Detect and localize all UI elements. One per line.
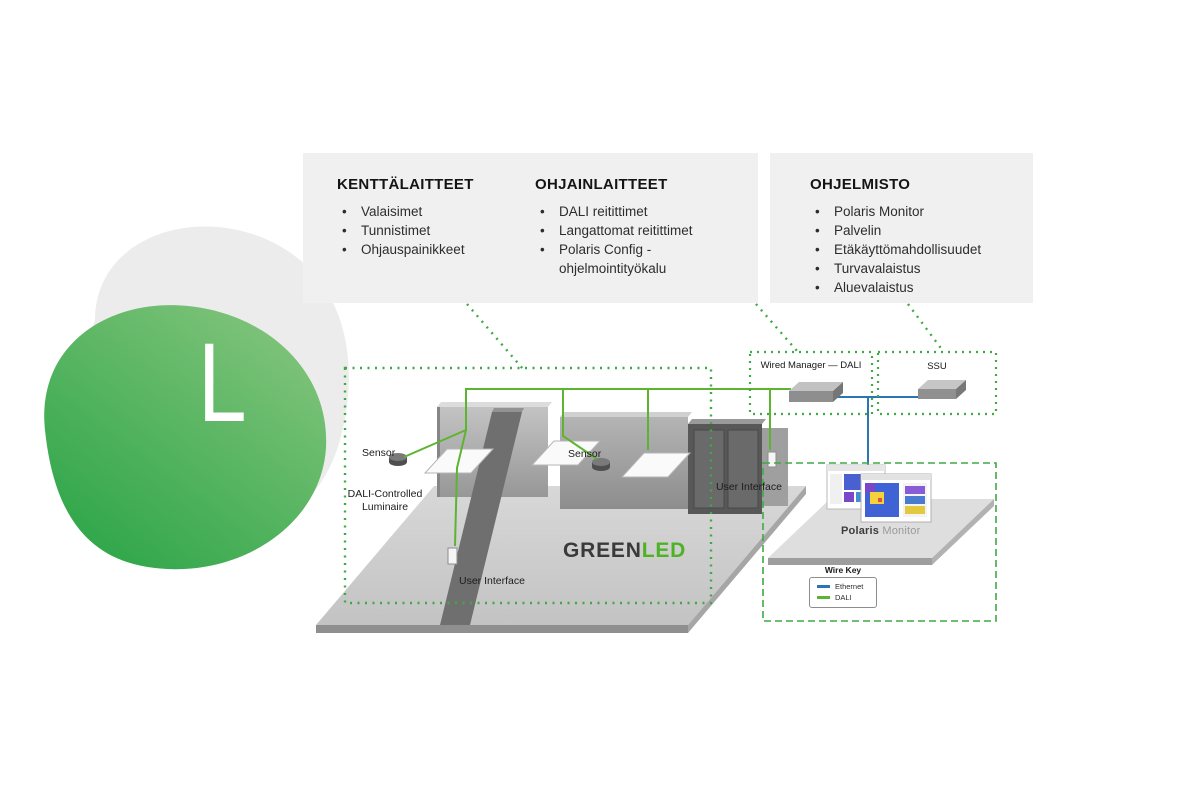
section-ohjelmisto: OHJELMISTO Polaris Monitor Palvelin Etäk… <box>810 176 1020 297</box>
user-interface-label-1: User Interface <box>459 575 525 587</box>
brand-wordmark: GREENLED <box>563 539 686 563</box>
panel-software: OHJELMISTO Polaris Monitor Palvelin Etäk… <box>770 153 1033 303</box>
bullet-list: Valaisimet Tunnistimet Ohjauspainikkeet <box>337 202 522 259</box>
list-item: Polaris Config - ohjelmointityökalu <box>535 240 735 278</box>
dotted-frames <box>343 303 998 622</box>
panel-devices: KENTTÄLAITTEET Valaisimet Tunnistimet Oh… <box>303 153 758 303</box>
frame-software-area <box>762 462 997 622</box>
list-item: Palvelin <box>810 221 1020 240</box>
section-title: OHJELMISTO <box>810 176 911 193</box>
list-item: Ohjauspainikkeet <box>337 240 522 259</box>
double-door <box>688 419 766 514</box>
list-item: Tunnistimet <box>337 221 522 240</box>
green-blob-shape <box>44 305 327 570</box>
sensor-device <box>389 453 610 471</box>
section-ohjainlaitteet: OHJAINLAITTEET DALI reitittimet Langatto… <box>535 176 735 278</box>
monitor-platform <box>768 499 994 565</box>
ssu-label: SSU <box>927 361 947 372</box>
logo-letter: L <box>198 320 247 445</box>
section-title: KENTTÄLAITTEET <box>337 176 474 193</box>
polaris-monitor-label: Polaris Monitor <box>841 525 920 537</box>
list-item: Langattomat reitittimet <box>535 221 735 240</box>
wire-key-title: Wire Key <box>824 565 862 575</box>
connector-field-devices <box>466 303 524 370</box>
monitor-screens <box>826 464 932 523</box>
floor <box>316 486 806 633</box>
partition-wall <box>440 408 524 625</box>
frame-wired-manager <box>748 350 874 416</box>
sensor-label-2: Sensor <box>568 448 602 460</box>
connector-software <box>907 303 944 352</box>
legend-row-dali: DALI <box>810 592 876 603</box>
dali-swatch <box>817 596 830 599</box>
list-item: Aluevalaistus <box>810 278 1020 297</box>
building-illustration <box>316 402 806 633</box>
wire-key-legend: Ethernet DALI <box>809 577 877 608</box>
app-window-2 <box>860 473 932 523</box>
wired-manager-device <box>789 382 843 402</box>
section-title: OHJAINLAITTEET <box>535 176 668 193</box>
wire-ethernet <box>822 396 928 467</box>
list-item: Turvavalaistus <box>810 259 1020 278</box>
list-item: DALI reitittimet <box>535 202 735 221</box>
polaris-label-part1: Polaris <box>841 525 880 537</box>
wire-dali <box>403 388 791 547</box>
logo-blob <box>44 226 349 570</box>
polaris-label-part2: Monitor <box>882 525 921 537</box>
list-item: Valaisimet <box>337 202 522 221</box>
user-interface-label-2: User Interface <box>716 481 782 493</box>
ssu-device <box>918 380 966 399</box>
wired-manager-label: Wired Manager — DALI <box>760 360 862 371</box>
ethernet-swatch <box>817 585 830 588</box>
bullet-list: DALI reitittimet Langattomat reitittimet… <box>535 202 735 278</box>
ethernet-label: Ethernet <box>835 582 864 591</box>
sensor-label-1: Sensor <box>362 447 396 459</box>
brand-part-led: LED <box>641 539 687 562</box>
brand-part-green: GREEN <box>563 539 642 562</box>
bullet-list: Polaris Monitor Palvelin Etäkäyttömahdol… <box>810 202 1020 297</box>
connector-controllers <box>755 303 798 352</box>
legend-row-ethernet: Ethernet <box>810 581 876 592</box>
list-item: Polaris Monitor <box>810 202 1020 221</box>
frame-ssu <box>876 350 998 416</box>
user-interface-panel <box>447 451 777 565</box>
dali-label: DALI <box>835 593 852 602</box>
list-item: Etäkäyttömahdollisuudet <box>810 240 1020 259</box>
luminaire-label: DALI-Controlled Luminaire <box>347 488 423 513</box>
section-kenttalaitteet: KENTTÄLAITTEET Valaisimet Tunnistimet Oh… <box>337 176 522 259</box>
